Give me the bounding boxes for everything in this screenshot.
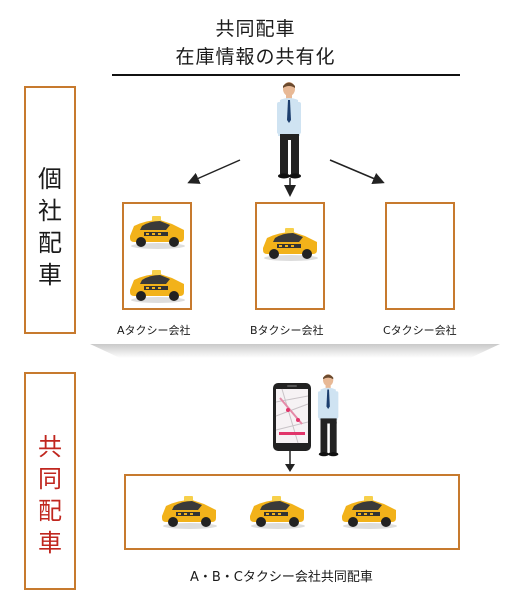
taxi-icon <box>250 496 305 529</box>
operator-person-icon <box>317 374 339 457</box>
smartphone-map-icon <box>273 383 311 451</box>
individual-label-char-2: 社 <box>38 197 62 225</box>
shared-label-char-4: 車 <box>38 529 62 557</box>
individual-label-char-1: 個 <box>38 165 62 193</box>
shared-pool-label: A・B・Cタクシー会社共同配車 <box>190 570 373 585</box>
company-b-label: Bタクシー会社 <box>250 324 324 337</box>
shared-dispatch-box: 共 同 配 車 <box>24 372 76 590</box>
transition-band <box>90 344 500 358</box>
title-line-2: 在庫情報の共有化 <box>175 46 336 68</box>
individual-label-char-3: 配 <box>38 229 62 257</box>
down-arrow-icon <box>285 450 295 472</box>
dispatch-arrows <box>187 159 385 197</box>
individual-dispatch-box: 個 社 配 車 <box>24 86 76 334</box>
taxi-icon <box>342 496 397 529</box>
company-a-label: Aタクシー会社 <box>117 324 191 337</box>
title-line-1: 共同配車 <box>215 18 296 40</box>
shared-label-char-3: 配 <box>38 497 62 525</box>
taxi-icon <box>130 270 185 303</box>
company-c-box <box>385 202 455 310</box>
taxi-icon <box>263 228 318 261</box>
company-b-box <box>255 202 325 310</box>
individual-label-char-4: 車 <box>38 261 62 289</box>
company-c-label: Cタクシー会社 <box>383 324 457 337</box>
taxi-icon <box>130 216 185 249</box>
shared-label-char-1: 共 <box>38 433 62 461</box>
company-a-box <box>122 202 192 310</box>
title-underline <box>112 74 460 76</box>
dispatcher-person-icon <box>277 82 301 179</box>
shared-label-char-2: 同 <box>38 465 62 493</box>
shared-pool-box <box>124 474 460 550</box>
taxi-icon <box>162 496 217 529</box>
